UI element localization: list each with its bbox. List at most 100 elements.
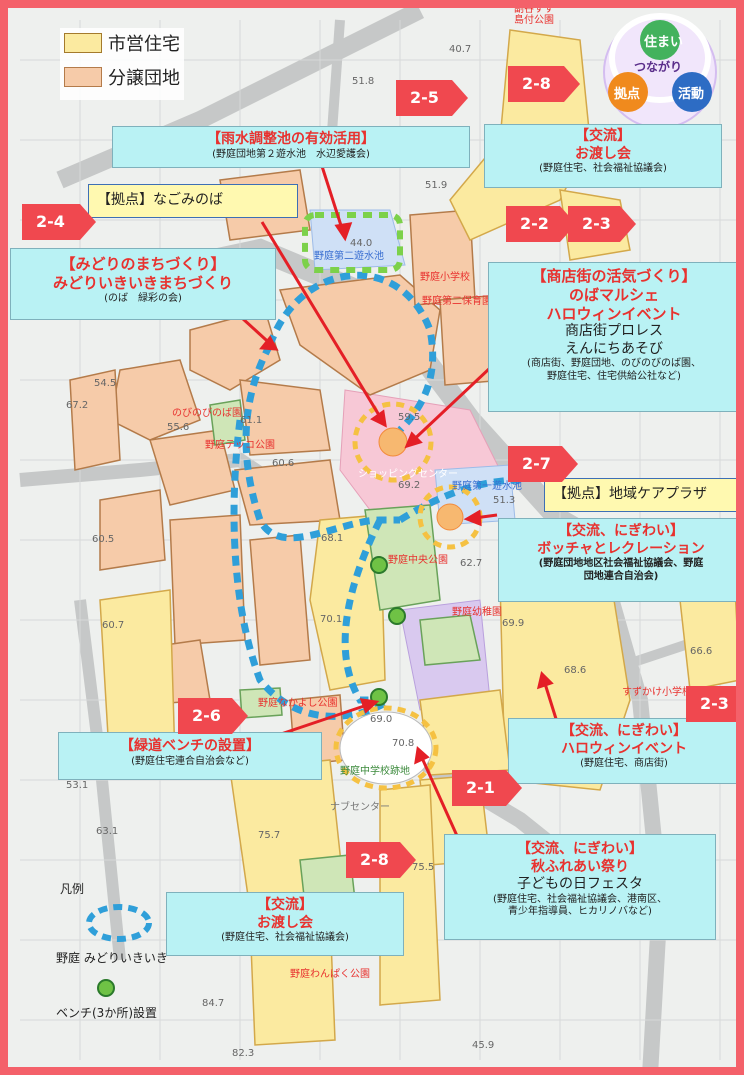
pond-zone-1 — [309, 209, 406, 271]
legend-municipal-swatch — [64, 33, 102, 53]
map-label-elevation: 44.0 — [350, 238, 373, 249]
callout-midori: 【みどりのまちづくり】 みどりいきいきまちづくり (のば 緑彩の会) — [10, 248, 276, 320]
callout-nagomi: 【拠点】なごみのば — [88, 184, 298, 218]
event-spots — [378, 427, 464, 531]
benches — [370, 556, 406, 706]
callout-exchange-bottom: 【交流】 お渡し会 (野庭住宅、社会福祉協議会) — [166, 892, 404, 956]
legend-bench-label: ベンチ(3か所)設置 — [56, 1006, 157, 1020]
map-label-tekko: 野庭テッコ公園 — [205, 440, 275, 451]
map-label-elevation: 70.1 — [320, 614, 343, 625]
callout-sub: (野庭団地地区社会福祉協議会、野庭 — [538, 558, 704, 569]
callout-sub: (野庭住宅連合自治会など) — [131, 755, 249, 767]
logo — [603, 13, 717, 129]
callout-title: お渡し会 — [257, 914, 313, 931]
map-label-elevation: 51.9 — [425, 180, 448, 191]
callout-line: ハロウィンイベント — [546, 304, 682, 323]
map-label-elevation: 53.1 — [66, 780, 89, 791]
tag-2-4: 2-4 — [22, 204, 96, 240]
tag-2-5: 2-5 — [396, 80, 468, 116]
callout-sub: 団地連合自治会) — [583, 570, 659, 582]
map-label-elevation: 60.5 — [92, 534, 115, 545]
callout-sub: (野庭団地第２遊水池 水辺愛護会) — [212, 148, 370, 160]
bench-2 — [388, 607, 406, 625]
tag-2-8-bottom: 2-8 — [346, 842, 416, 878]
map-label-elevation: 84.7 — [202, 998, 225, 1009]
map-label-elevation: 61.1 — [240, 415, 263, 426]
map-label-school1: 野庭小学校 — [420, 272, 470, 283]
map-label-nobi: のびのびのば園 — [172, 408, 242, 419]
map-label-elevation: 75.7 — [258, 830, 281, 841]
map-label-elevation: 63.1 — [96, 826, 119, 837]
map-label-jhs: 野庭中学校跡地 — [340, 766, 410, 777]
legend-condo-label: 分譲団地 — [108, 68, 180, 89]
tag-2-8-top: 2-8 — [508, 66, 580, 102]
callout-title: 【交流、にぎわい】 — [517, 841, 643, 857]
map-label-center: ナブセンター — [330, 802, 390, 813]
callout-rain-pond: 【雨水調整池の有効活用】 (野庭団地第２遊水池 水辺愛護会) — [112, 126, 470, 168]
callout-title: 秋ふれあい祭り — [531, 858, 629, 875]
callout-title: 【交流、にぎわい】 — [558, 523, 684, 539]
map-label-elevation: 45.9 — [472, 1040, 495, 1051]
map-label-elevation: 70.8 — [392, 738, 415, 749]
map-label-elevation: 68.6 — [564, 665, 587, 676]
callout-bench: 【緑道ベンチの設置】 (野庭住宅連合自治会など) — [58, 732, 322, 780]
callout-line: のばマルシェ — [568, 285, 659, 304]
tag-2-6: 2-6 — [178, 698, 248, 734]
map-label-elevation: 69.9 — [502, 618, 525, 629]
tag-2-1: 2-1 — [452, 770, 522, 806]
tag-2-7: 2-7 — [508, 446, 578, 482]
map-label-wanpaku: 野庭わんぱく公園 — [290, 969, 370, 980]
map-label-elevation: 60.7 — [102, 620, 125, 631]
legend-route-swatch — [86, 904, 152, 942]
map-label-elevation: 66.6 — [690, 646, 713, 657]
map-label-elevation: 54.5 — [94, 378, 117, 389]
logo-top-label: 住まい — [644, 35, 684, 50]
tag-2-3-top: 2-3 — [568, 206, 636, 242]
callout-sub: (野庭住宅、商店街) — [580, 758, 668, 769]
legend-bottom: 凡例 野庭 みどりいきいき ベンチ(3か所)設置 — [56, 880, 168, 1021]
callout-exchange-top: 【交流】 お渡し会 (野庭住宅、社会福祉協議会) — [484, 124, 722, 188]
callout-title: 【商店街の活気づくり】 — [531, 267, 697, 285]
callout-sub: (商店街、野庭団地、のびのびのば園、 — [527, 358, 701, 370]
callout-halloween: 【交流、にぎわい】 ハロウィンイベント (野庭住宅、商店街) — [508, 718, 740, 784]
callout-line: 子どもの日フェスタ — [517, 876, 643, 892]
callout-shoutengai: 【商店街の活気づくり】 のばマルシェ ハロウィンイベント 商店街プロレス えんに… — [488, 262, 740, 412]
pond-route — [302, 212, 403, 273]
map-label-nursery2: 野庭第二保育園 — [422, 296, 492, 307]
callout-title: お渡し会 — [575, 145, 631, 162]
callout-line: 商店街プロレス — [565, 323, 663, 340]
callout-arrows — [240, 159, 559, 839]
legend-bottom-title: 凡例 — [60, 882, 85, 896]
legend-municipal: 市営住宅 — [64, 30, 180, 56]
logo-middle-label: つながり — [634, 60, 683, 74]
map-label-elevation: 69.2 — [398, 480, 421, 491]
map-label-elevation: 59.5 — [398, 412, 421, 423]
map-label-suzukake: すずかけ小学校 — [622, 687, 692, 698]
logo-right-label: 活動 — [678, 87, 705, 102]
map-label-nakayoshi: 野庭なかよし公園 — [258, 698, 338, 709]
callout-sub: 青少年指導員、ヒカリノバなど) — [508, 906, 652, 917]
callout-fureai: 【交流、にぎわい】 秋ふれあい祭り 子どもの日フェスタ (野庭住宅、社会福祉協議… — [444, 834, 716, 940]
callout-title: 【交流】 — [257, 897, 313, 913]
legend-route-label: 野庭 みどりいきいき — [56, 951, 168, 965]
bench-1 — [370, 556, 388, 574]
midori-route — [230, 271, 521, 720]
callout-boccia: 【交流、にぎわい】 ボッチャとレクレーション (野庭団地地区社会福祉協議会、野庭… — [498, 518, 744, 602]
map-label-elevation: 62.7 — [460, 558, 483, 569]
callout-careplaza: 【拠点】地域ケアプラザ — [544, 478, 744, 512]
map-label-elevation: 60.6 — [272, 458, 295, 469]
map-label-elevation: 40.7 — [449, 44, 472, 55]
school-ground — [339, 711, 433, 785]
legend-municipal-label: 市営住宅 — [108, 34, 180, 55]
callout-title: 【緑道ベンチの設置】 — [120, 738, 260, 754]
callout-title: ハロウィンイベント — [561, 740, 687, 757]
map-label-central-park: 野庭中央公園 — [388, 555, 448, 566]
map-label-yochien: 野庭幼稚園 — [452, 607, 502, 618]
map-label-pond2: 野庭第二遊水池 — [314, 251, 384, 262]
callout-sub: (のば 緑彩の会) — [104, 292, 182, 304]
condo-blocks — [69, 169, 506, 766]
logo-left-label: 拠点 — [614, 87, 641, 102]
map-label-elevation: 51.8 — [352, 76, 375, 87]
map-label-pond1: 野庭第一遊水池 — [452, 481, 522, 492]
